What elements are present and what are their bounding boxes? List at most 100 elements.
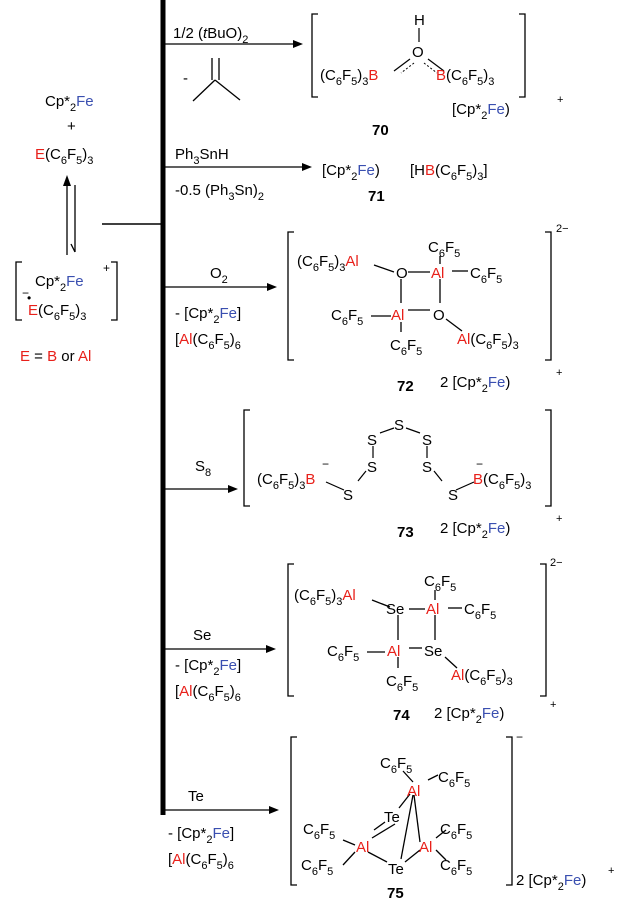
reaction-74: Se - [Cp*2Fe] [Al(C6F5)6 2− (C6F5)3Al Se… [175,557,563,726]
label: 5 [477,76,483,88]
reagent-label: S8 [195,458,211,479]
label: - [Cp* [175,657,214,674]
label: 5 [325,596,331,608]
reaction-72: O2 - [Cp*2Fe] [Al(C6F5)6 2− (C6F5)3Al O … [175,223,569,395]
label: 6 [451,830,457,842]
label: F [505,471,514,488]
label: Cp* [45,93,70,110]
iron-label: Fe [66,273,84,290]
svg-text:E(C6F5)3: E(C6F5)3 [35,146,93,167]
label: F [455,769,464,786]
label: (C [45,146,61,163]
label: 6 [61,155,67,167]
label: 5 [450,582,456,594]
label: 6 [314,830,320,842]
label: 6 [486,340,492,352]
atom-o: O [412,44,424,61]
label: t [203,25,208,42]
atom-o: O [396,265,408,282]
label: 2 [Cp* [434,705,476,722]
label: F [445,239,454,256]
label: 5 [224,340,230,352]
label: 5 [327,866,333,878]
label: C [424,573,435,590]
iron-label: Fe [488,520,506,537]
label: S [195,458,205,475]
charge-minus: − [476,457,483,471]
byproduct-label: [Al(C6F5)6 [175,331,241,352]
iron-label: Fe [357,162,375,179]
aluminium-label: Al [342,587,355,604]
label: - [Cp* [175,305,214,322]
label: 5 [454,248,460,260]
element-legend: E = B or Al [20,348,91,365]
iron-label: Fe [488,374,506,391]
label: ] [230,825,234,842]
label: [Cp* [322,162,351,179]
counter-ion: [Cp*2Fe) [452,101,510,122]
aluminium-label: Al [179,331,192,348]
label: ) [223,851,228,868]
label: 6 [54,311,60,323]
label: ) [505,374,510,391]
aluminium-label: Al [179,683,192,700]
label: 3 [336,596,342,608]
label: C [327,643,338,660]
label: 2 [70,102,76,114]
label: C [331,307,342,324]
label: 6 [449,778,455,790]
reagent-label: 1/2 (tBuO)2 [173,25,248,46]
label: ) [505,520,510,537]
label: F [207,851,216,868]
label: - [Cp* [168,825,207,842]
counter-ion: 2 [Cp*2Fe) [440,374,510,395]
aluminium-label: Al [172,851,185,868]
label: 2 [222,274,228,286]
label: C [301,857,312,874]
label: ) [505,101,510,118]
label: 6 [391,764,397,776]
label: 3 [488,76,494,88]
label: 5 [495,676,501,688]
compound-number-70: 70 [372,122,389,139]
sulfur-label: S [448,487,458,504]
label: 5 [466,171,472,183]
charge-plus: + [103,261,110,275]
aluminium-label: Al [457,331,470,348]
label: 5 [329,830,335,842]
label: 5 [406,764,412,776]
charge-label: 2− [556,223,569,235]
svg-text:(C6F5)3B: (C6F5)3B [320,67,378,88]
label: 6 [397,682,403,694]
boron-label: B [473,471,483,488]
selenium-label: Se [386,601,404,618]
label: (C [38,302,54,319]
label: 2 [Cp* [516,872,558,889]
equilibrium-arrows [63,175,76,255]
iron-label: Fe [564,872,582,889]
label: E [20,348,30,365]
label: 3 [525,480,531,492]
label: F [407,337,416,354]
aluminium-label: Al [407,783,420,800]
label: 2 [242,34,248,46]
element-e-label: E [35,146,45,163]
label: F [344,643,353,660]
label: (C [435,162,451,179]
label: F [60,302,69,319]
label: C [438,769,449,786]
label: 5 [466,866,472,878]
label: 2 [213,314,219,326]
label: 6 [462,76,468,88]
label: 6 [208,692,214,704]
label: ) [82,146,87,163]
label: ] [237,657,241,674]
label: C [440,821,451,838]
svg-text:(C6F5)3Al: (C6F5)3Al [294,587,356,608]
charge-plus: + [556,513,562,525]
atom-h: H [414,12,425,29]
label: 6 [336,76,342,88]
svg-text:Al(C6F5)3: Al(C6F5)3 [457,331,519,352]
byproduct-label: - [Cp*2Fe] [175,657,241,678]
label: F [441,573,450,590]
